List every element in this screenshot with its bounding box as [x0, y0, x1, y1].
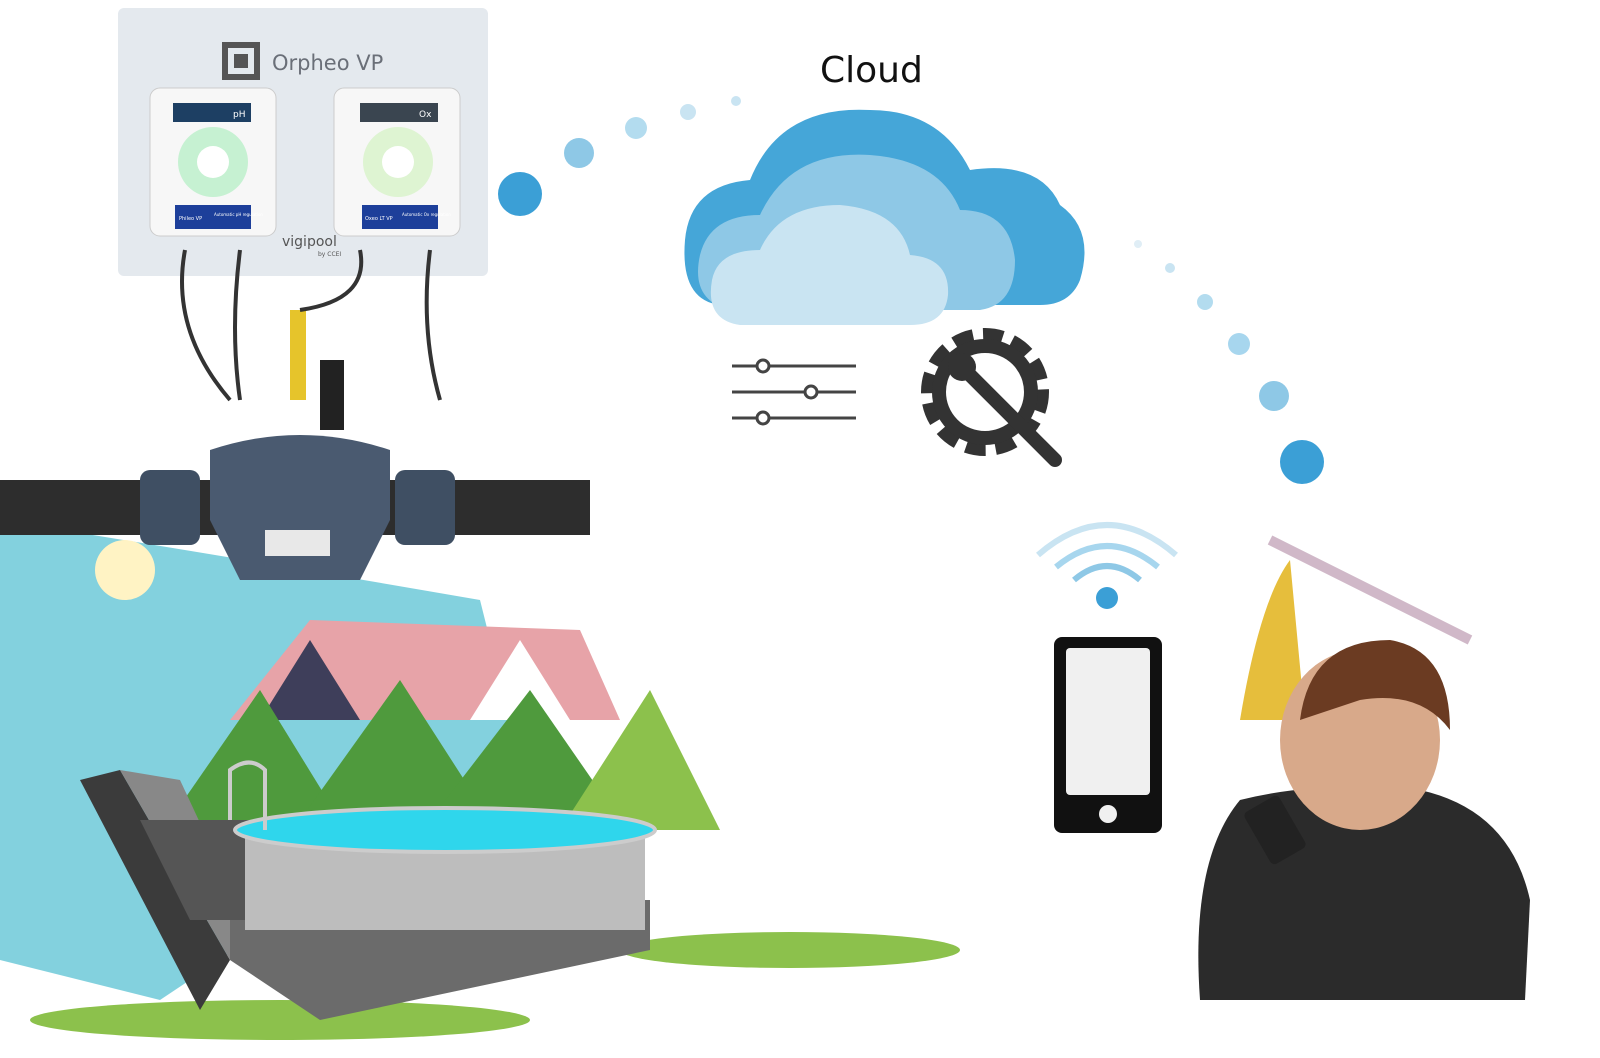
pool [228, 760, 657, 930]
ph-badge: pH [233, 110, 245, 120]
cloud-label: Cloud [820, 50, 923, 91]
wifi-icon [1036, 522, 1178, 609]
connection-dots-right [1134, 240, 1324, 484]
gear-wrench-icon [921, 328, 1062, 467]
orpheo-vp-device: Orpheo VP pH Phileo VP Automatic pH regu… [118, 8, 488, 402]
sliders-icon [732, 358, 856, 426]
trees [170, 680, 720, 830]
vigipool-logo: vigipool [282, 234, 337, 250]
house [230, 620, 620, 720]
ox-module-name: Oxeo LT VP [365, 216, 393, 222]
pipe [0, 310, 590, 580]
grass [30, 932, 960, 1040]
cloud-icon [684, 109, 1085, 325]
ox-module-desc: Automatic Ox regulation [402, 212, 451, 217]
ox-badge: Ox [419, 110, 432, 120]
connection-dots-left [498, 96, 741, 216]
ox-module: Ox Oxeo LT VP Automatic Ox regulation [333, 87, 461, 237]
ph-module-desc: Automatic pH regulation [214, 212, 263, 217]
qr-code-icon [222, 42, 260, 80]
device-title: Orpheo VP [272, 51, 383, 75]
ph-module: pH Phileo VP Automatic pH regulation [149, 87, 277, 237]
commuter-person [1198, 535, 1530, 1000]
smartphone-icon [1054, 637, 1162, 833]
vigipool-logo-sub: by CCEI [318, 251, 341, 258]
ph-module-name: Phileo VP [179, 216, 202, 222]
